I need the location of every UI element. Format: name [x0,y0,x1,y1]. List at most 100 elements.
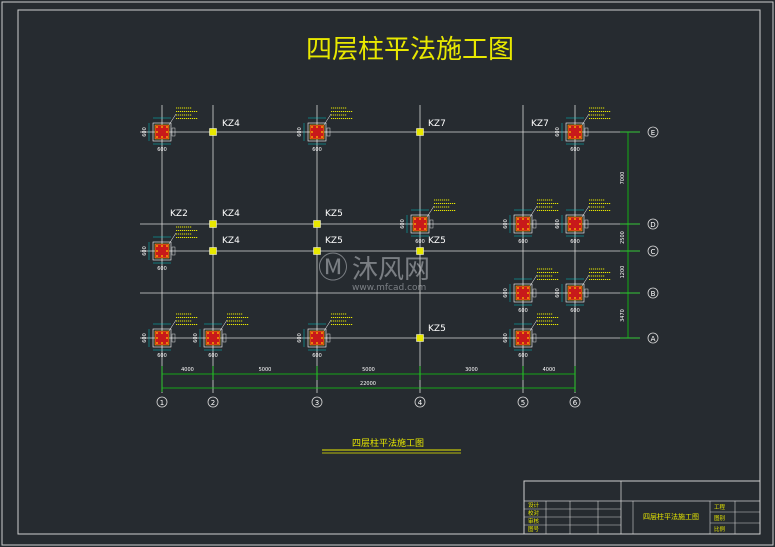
column-size: 600 [518,239,528,245]
column-fill [567,285,583,301]
kz-label: KZ7 [428,119,446,129]
grid-lines-vertical [161,105,576,393]
kz-label: KZ4 [222,209,240,219]
rebar-dot [574,287,576,289]
column-size: 600 [570,239,580,245]
annotation-leader [581,205,590,218]
small-column-marker [313,220,321,228]
rebar-dot [217,332,219,334]
axis-bubble-y [647,332,659,344]
stirrup-tag [171,127,176,137]
kz-label: KZ2 [170,209,188,219]
rebar-dot [527,297,529,299]
annotation-leader [426,205,435,218]
rebar-dot [161,245,163,247]
axis-label-y: C [651,248,656,256]
stirrup-tag [171,333,176,343]
rebar-dot [579,218,581,220]
column-size: 600 [503,333,509,343]
stirrup-tag [532,288,537,298]
column-fill [154,243,170,259]
column-fill [515,216,531,232]
rebar-dot [574,218,576,220]
column-size: 600 [208,353,218,359]
rebar-dot [161,255,163,257]
axis-label-x: 4 [418,399,423,407]
stirrup-tag [532,333,537,343]
small-column-marker [416,247,424,255]
column-outline [152,241,172,261]
rebar-dot [217,337,219,339]
small-column-marker [209,128,217,136]
stirrup-tag [584,288,589,298]
column-details: 6006006006006006006006006006006006006006… [142,107,611,359]
axis-bubble-x [156,396,168,408]
watermark-url: www.mfcad.com [352,283,426,293]
rebar-dot [574,136,576,138]
column-size: 600 [297,333,303,343]
column-detail: 600 600 [142,313,198,359]
column-size: 600 [555,219,561,229]
column-size: 600 [193,333,199,343]
column-fill [154,330,170,346]
rebar-dot [414,218,416,220]
column-fill [309,124,325,140]
rebar-dot [517,223,519,225]
rebar-dot [321,126,323,128]
rebar-dot [579,292,581,294]
stirrup-tag [429,219,434,229]
rebar-dot [419,218,421,220]
tb-right-label: 工程 [714,503,726,511]
rebar-dot [579,223,581,225]
rebar-dot [527,287,529,289]
rebar-dot [217,342,219,344]
stirrup-tag [326,127,331,137]
rebar-dot [569,223,571,225]
axis-label-x: 3 [315,399,319,407]
annotation-leader [581,113,590,126]
column-outline [410,214,430,234]
rebar-dot [166,342,168,344]
watermark: Ⓜ 沐风网 www.mfcad.com [318,251,430,293]
rebar-dot [166,337,168,339]
rebar-dot [316,342,318,344]
column-size: 600 [503,219,509,229]
rebar-dot [156,245,158,247]
annotation-leader [323,113,332,126]
annotation-leader [529,319,538,332]
small-column-marker [209,247,217,255]
rebar-dot [419,228,421,230]
small-column-marker [313,247,321,255]
rebar-dot [522,287,524,289]
rebar-dot [574,228,576,230]
rebar-dot [311,126,313,128]
column-fill [309,330,325,346]
column-size: 600 [157,353,167,359]
axis-bubble-y [647,287,659,299]
tb-right-label: 比例 [714,525,726,533]
rebar-dot [517,287,519,289]
stirrup-tag [171,246,176,256]
column-size: 600 [157,266,167,272]
axis-bubble-y [647,126,659,138]
tb-row-label: 校对 [528,509,540,517]
rebar-dot [522,218,524,220]
column-outline [203,328,223,348]
column-outline [307,328,327,348]
axis-label-x: 5 [521,399,525,407]
column-outline [513,214,533,234]
rebar-dot [522,228,524,230]
column-fill [515,330,531,346]
column-outline [152,328,172,348]
dim-text-right: 1200 [620,266,626,279]
rebar-dot [311,337,313,339]
rebar-dot [579,136,581,138]
